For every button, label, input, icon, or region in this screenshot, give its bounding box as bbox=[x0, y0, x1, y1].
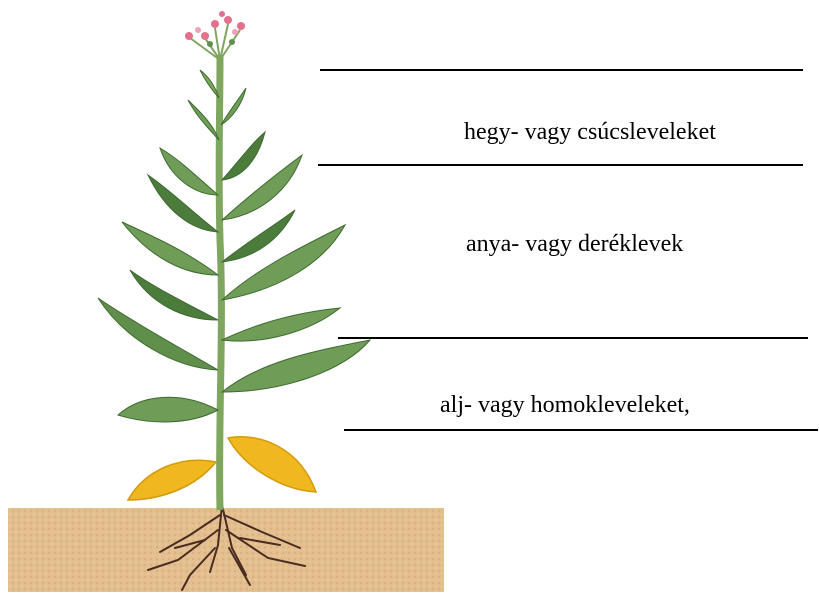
label-bottom-leaves: alj- vagy homokleveleket, bbox=[440, 391, 690, 419]
divider-lower-middle bbox=[338, 337, 808, 339]
label-top-leaves: hegy- vagy csúcsleveleket bbox=[464, 118, 716, 146]
green-leaves bbox=[98, 70, 370, 422]
stem bbox=[219, 55, 221, 510]
divider-bottom bbox=[344, 429, 818, 431]
divider-top bbox=[320, 69, 803, 71]
label-middle-leaves: anya- vagy deréklevek bbox=[466, 230, 683, 258]
divider-upper-middle bbox=[318, 164, 803, 166]
